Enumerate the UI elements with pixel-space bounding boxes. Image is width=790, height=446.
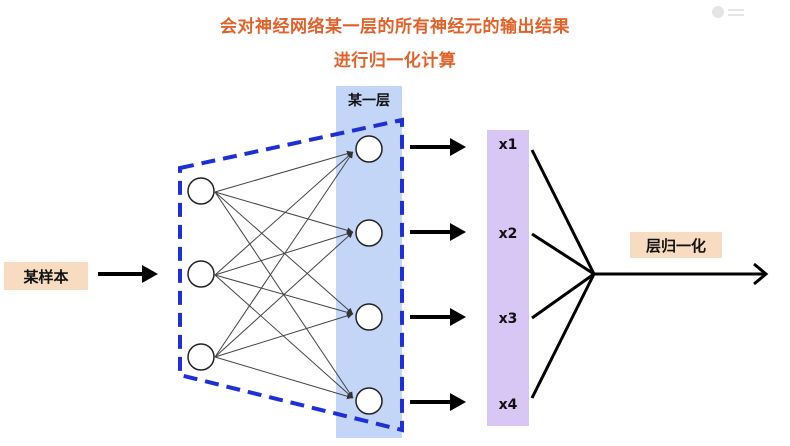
result-arrow [594,262,769,286]
output-label-x4: x4 [498,397,518,413]
connections [214,150,354,400]
input-neuron [187,260,215,288]
output-band [487,130,529,426]
network-boundary [178,117,404,433]
title-line-2: 进行归一化计算 [333,51,457,71]
title-line-1: 会对神经网络某一层的所有神经元的输出结果 [220,17,570,37]
input-neuron [187,343,215,371]
output-label-x1: x1 [498,137,518,153]
layer-label: 某一层 [336,86,402,114]
converging-lines [530,149,596,399]
layer-neuron [355,135,383,163]
input-label: 某样本 [4,262,88,290]
watermark-icon [712,6,744,18]
result-label: 层归一化 [630,232,722,258]
output-label-x3: x3 [498,311,518,327]
layer-neuron [355,219,383,247]
layer-neuron [355,387,383,415]
layer-band [336,112,402,438]
output-label-x2: x2 [498,226,518,242]
input-arrow [98,265,158,283]
output-arrows [410,138,466,411]
layer-neuron [355,303,383,331]
input-neuron [187,177,215,205]
